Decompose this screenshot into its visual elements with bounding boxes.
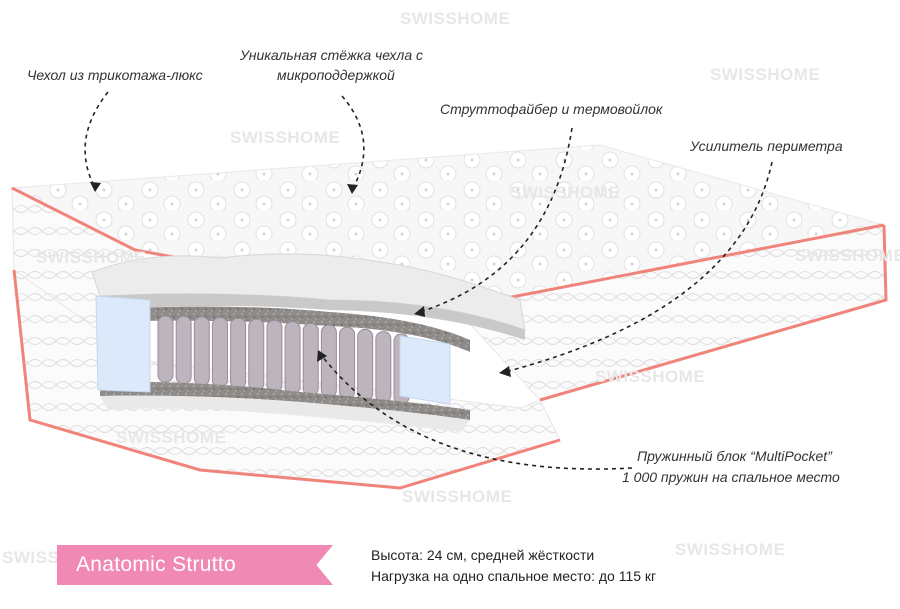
callout-stitch-line2: микроподдержкой [277, 67, 395, 83]
piping-bottom [12, 269, 561, 490]
pocket-spring [266, 319, 283, 393]
callout-line-spring [321, 355, 633, 470]
watermark: SWISSHOME [400, 9, 511, 28]
watermark: SWISSHOME [510, 183, 621, 202]
spec-height: Высота: 24 см, средней жёсткости [371, 547, 595, 563]
watermark: SWISSHOME [710, 65, 821, 84]
callout-spring-line1: Пружинный блок “MultiPocket” [637, 448, 832, 464]
cutaway-base [100, 395, 470, 432]
watermark: SWISSHOME [675, 540, 786, 559]
callout-spring-line2: 1 000 пружин на спальное место [622, 469, 840, 485]
pocket-spring [175, 315, 192, 385]
callout-fiber: Струттофайбер и термовойлок [440, 101, 663, 117]
arrowhead-fiber [414, 306, 425, 317]
felt-layer-top [100, 306, 470, 352]
watermark: SWISSHOME [230, 128, 341, 147]
product-name: Anatomic Strutto [76, 553, 237, 576]
watermark: SWISSHOME [36, 248, 147, 267]
pocket-spring [211, 317, 228, 388]
pocket-spring [230, 317, 247, 390]
product-name-badge: Anatomic Strutto [57, 545, 333, 585]
watermark: SWISSHOME [595, 367, 706, 386]
perimeter-foam-left [95, 295, 151, 393]
callout-line-fiber [419, 127, 573, 313]
arrowhead-cover [90, 182, 101, 192]
perimeter-foam-right [399, 335, 451, 405]
watermark: SWISSHOME [116, 428, 227, 447]
callout-line-cover [84, 91, 109, 189]
callout-stitch-line1: Уникальная стёжка чехла с [240, 47, 423, 63]
watermark: SWISSHOME [795, 246, 900, 265]
callout-line-stitch [341, 95, 365, 191]
pocket-spring [320, 324, 337, 398]
pocket-spring [375, 331, 392, 403]
piping-right [539, 224, 888, 402]
watermark: SWISSHOME [402, 487, 513, 506]
pocket-spring [193, 316, 210, 386]
arrowhead-stitch [347, 184, 358, 194]
arrowhead-perimeter [499, 366, 511, 377]
pocket-spring [157, 315, 174, 383]
callout-cover: Чехол из трикотажа-люкс [27, 67, 203, 83]
callout-line-perimeter [504, 161, 773, 373]
pocket-spring [248, 318, 265, 391]
arrowhead-spring [317, 350, 327, 362]
pocket-spring [284, 321, 301, 395]
callout-perimeter: Усилитель периметра [690, 138, 843, 154]
spec-load: Нагрузка на одно спальное место: до 115 … [371, 568, 657, 584]
felt-layer-bottom [100, 381, 470, 420]
pocket-spring [302, 322, 319, 397]
fiber-layer [100, 293, 525, 340]
pocket-spring [357, 328, 374, 402]
